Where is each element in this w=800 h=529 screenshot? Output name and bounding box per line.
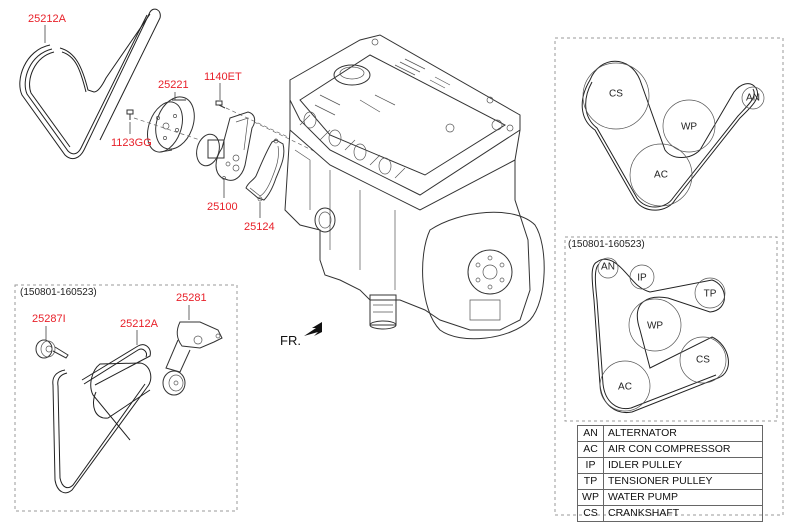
legend-row: CS CRANKSHAFT [577, 505, 763, 522]
pulley-an [597, 257, 619, 279]
arrow-icon [304, 322, 322, 336]
legend-description: CRANKSHAFT [603, 505, 763, 522]
idler-pulley [35, 339, 69, 359]
bolt-icon [126, 109, 134, 120]
legend-code: AN [577, 425, 604, 442]
pulley-label: AN [601, 262, 615, 273]
part-label-25221[interactable]: 25221 [158, 79, 189, 91]
legend-row: AN ALTERNATOR [577, 425, 763, 442]
pulley-ac [629, 143, 693, 207]
drive-belt-top [19, 8, 161, 160]
date-range-left: (150801-160523) [20, 287, 97, 298]
legend-row: IP IDLER PULLEY [577, 457, 763, 474]
date-range-right: (150801-160523) [568, 239, 645, 250]
legend-description: TENSIONER PULLEY [603, 473, 763, 490]
part-label-25124[interactable]: 25124 [244, 221, 275, 233]
pulley-cs [582, 62, 650, 130]
legend-row: AC AIR CON COMPRESSOR [577, 441, 763, 458]
pulley-wp [662, 99, 716, 153]
pulley-label: IP [637, 273, 647, 284]
front-label: FR. [280, 333, 301, 348]
legend-code: WP [577, 489, 604, 506]
part-label-25212a-bottom[interactable]: 25212A [120, 318, 159, 330]
belt-layout-bottom: AN IP TP WP CS AC [591, 257, 729, 414]
part-label-25281[interactable]: 25281 [176, 292, 207, 304]
legend-description: IDLER PULLEY [603, 457, 763, 474]
legend-row: WP WATER PUMP [577, 489, 763, 506]
water-pump [196, 111, 256, 181]
pulley-tp [694, 277, 726, 309]
pulley-label: CS [609, 89, 623, 100]
part-label-25287i[interactable]: 25287I [32, 313, 66, 325]
alignment-line [225, 107, 291, 139]
legend-description: WATER PUMP [603, 489, 763, 506]
pulley-label: WP [647, 321, 663, 332]
legend-code: TP [577, 473, 604, 490]
engine-assembly [284, 34, 545, 340]
alignment-line [253, 121, 317, 153]
pulley-wp [628, 298, 682, 352]
pulley-ac [599, 360, 651, 412]
pulley-label: AC [654, 170, 668, 181]
legend-code: IP [577, 457, 604, 474]
front-direction-indicator: FR. [280, 322, 322, 348]
part-label-1123gg[interactable]: 1123GG [111, 137, 152, 149]
pulley-label: AC [618, 382, 632, 393]
part-label-1140et[interactable]: 1140ET [204, 71, 242, 83]
gasket [245, 138, 285, 202]
pulley-label: TP [704, 289, 717, 300]
water-pump-pulley [147, 96, 195, 153]
part-label-25100[interactable]: 25100 [207, 201, 238, 213]
pulley-an [741, 86, 765, 110]
legend-description: ALTERNATOR [603, 425, 763, 442]
belt-layout-top: CS WP AC AN [581, 60, 765, 211]
part-label-25212a-top[interactable]: 25212A [28, 13, 67, 25]
pulley-label: CS [696, 355, 710, 366]
drive-belt-bottom [52, 344, 152, 494]
alignment-line [133, 117, 201, 141]
belt-tensioner [162, 321, 223, 396]
legend-code: CS [577, 505, 604, 522]
pulley-label: AN [746, 93, 760, 104]
pulley-legend: AN ALTERNATOR AC AIR CON COMPRESSOR IP I… [577, 425, 763, 522]
pulley-cs [679, 336, 727, 384]
pulley-ip [629, 264, 655, 290]
legend-code: AC [577, 441, 604, 458]
variant-box-right [564, 236, 778, 422]
variant-box-left [14, 284, 238, 512]
legend-description: AIR CON COMPRESSOR [603, 441, 763, 458]
bolt-icon [215, 100, 226, 109]
pulley-label: WP [681, 122, 697, 133]
legend-row: TP TENSIONER PULLEY [577, 473, 763, 490]
